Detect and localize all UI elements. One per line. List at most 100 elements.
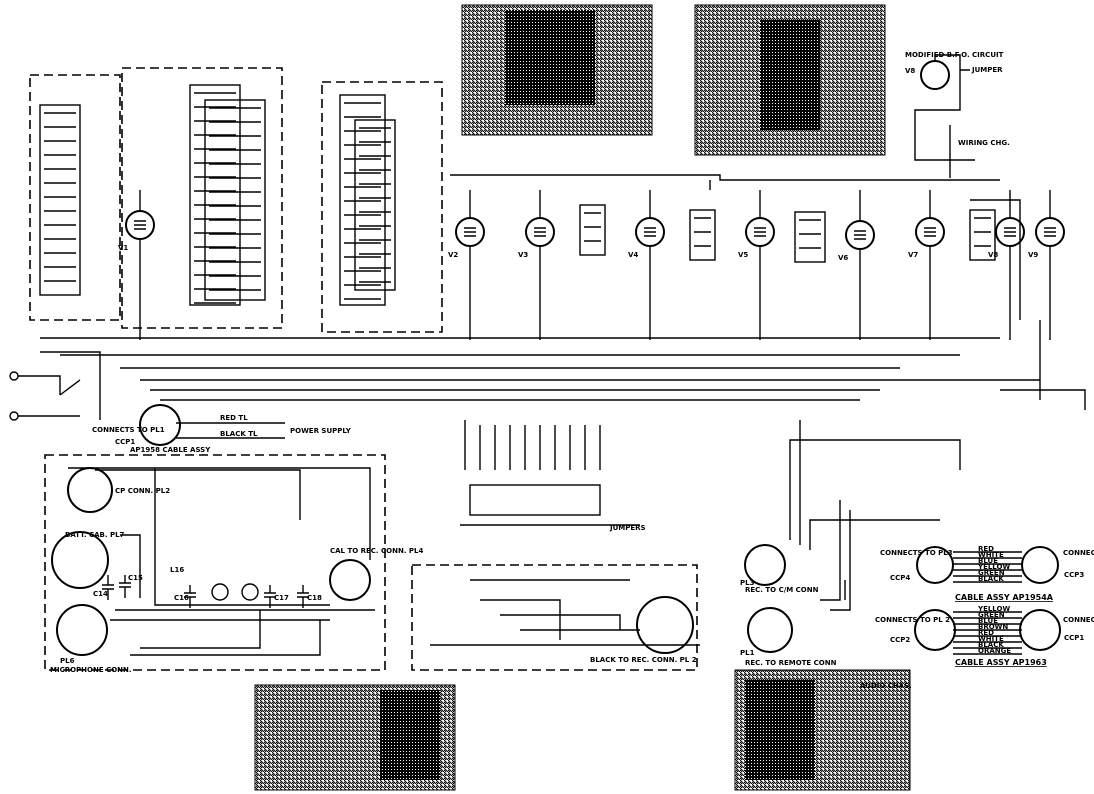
- cable-b-left-label: CONNECTS TO PL 2: [875, 616, 950, 624]
- cable-assy-a: CONNECTS TO PL3 CCP4 CONNECTS TO PL3 CCP…: [880, 545, 1094, 602]
- cal-conn-label: CAL TO REC. CONN. PL4: [330, 547, 424, 555]
- capacitor-label: C16: [174, 594, 189, 602]
- rf-shield-1: [29, 74, 121, 321]
- bfo-tube-label: V8: [905, 67, 915, 75]
- cable-a-right-label: CONNECTS TO PL3: [1063, 549, 1094, 557]
- coil-block: [339, 94, 386, 306]
- coil-block: [354, 119, 396, 291]
- tube-label: V9: [1028, 251, 1038, 259]
- chassis-photo-bottom-2: [734, 669, 911, 791]
- tube-v3: V3: [518, 190, 555, 340]
- tube-v6: V6: [838, 190, 875, 340]
- chassis-photo-top-1: [461, 4, 653, 136]
- bfo-jumper-label: JUMPER: [971, 66, 1003, 74]
- wire-color-label: BLUE: [978, 557, 998, 565]
- tube-v2: V2: [448, 190, 485, 340]
- coil-block: [579, 204, 606, 256]
- coil-blocks: [39, 84, 996, 306]
- pl6-label: PL6: [60, 657, 75, 665]
- pl1-caption: REC. TO REMOTE CONN: [745, 659, 837, 667]
- bus-wires: [40, 174, 1086, 410]
- wire-color-label: YELLOW: [977, 605, 1010, 613]
- coil-block: [794, 211, 826, 263]
- tube-label: V8: [988, 251, 998, 259]
- pl3-connector: PL3 REC. TO C/M CONN: [740, 544, 819, 594]
- capacitor-label: C17: [274, 594, 289, 602]
- coil-block: [969, 209, 996, 261]
- wire-color-label: BROWN: [978, 623, 1008, 631]
- wire-color-label: BLUE: [978, 617, 998, 625]
- pl1-label: PL1: [740, 649, 755, 657]
- rf-shield-3: [321, 81, 443, 333]
- wire-color-label: RED: [978, 545, 994, 553]
- pl1-connector: PL1 REC. TO REMOTE CONN: [740, 420, 961, 667]
- wire-color-label: GREEN: [978, 611, 1005, 619]
- power-cable-title: AP1958 CABLE ASSY: [130, 446, 211, 454]
- power-supply-label: POWER SUPPLY: [290, 427, 352, 435]
- tube-v4: V4: [628, 190, 665, 340]
- batt-label: BATT. CAB. PL7: [65, 531, 125, 539]
- wire-color-label: BLACK: [978, 575, 1004, 583]
- tube-v9: V9: [1028, 190, 1065, 340]
- cp-conn-label: CP CONN. PL2: [115, 487, 170, 495]
- tube-label: V5: [738, 251, 748, 259]
- remote-box: BLACK TO REC. CONN. PL 2: [411, 564, 700, 671]
- remote-black-label: BLACK TO REC. CONN. PL 2: [590, 656, 697, 664]
- capacitor-label: C18: [307, 594, 322, 602]
- power-cable: CONNECTS TO PL1 CCP1 AP1958 CABLE ASSY R…: [92, 404, 352, 454]
- wire-color-label: RED: [978, 629, 994, 637]
- coil-block: [189, 84, 241, 306]
- cable-b-title: CABLE ASSY AP1963: [955, 658, 1047, 667]
- chassis-photo-bottom-1: [254, 684, 456, 791]
- tube-v7: V7: [908, 190, 945, 340]
- power-ccp-label: CCP1: [115, 438, 135, 446]
- capacitor-label: C14: [93, 590, 108, 598]
- bfo-wiring-label: WIRING CHG.: [958, 139, 1010, 147]
- tube-label: V6: [838, 254, 848, 262]
- capacitor-label: C15: [128, 574, 143, 582]
- wire-color-label: WHITE: [978, 635, 1004, 643]
- tube-label: V4: [628, 251, 638, 259]
- cable-b-right-label: CONNECTS TO PL1: [1063, 616, 1094, 624]
- cable-a-title: CABLE ASSY AP1954A: [955, 593, 1054, 602]
- cable-a-ccp-left: CCP4: [890, 574, 910, 582]
- capacitor-c17: C17: [264, 585, 289, 608]
- wire-color-label: GREEN: [978, 569, 1005, 577]
- pl3-label: PL3: [740, 579, 755, 587]
- wire-color-label: YELLOW: [977, 563, 1010, 571]
- capacitor-c14: C14: [93, 575, 114, 600]
- bfo-circuit: MODIFIED B.F.O. CIRCUIT V8 JUMPER WIRING…: [905, 51, 1010, 178]
- wire-color-label: WHITE: [978, 551, 1004, 559]
- tube-label: V1: [118, 244, 128, 252]
- power-red-label: RED TL: [220, 414, 248, 422]
- capacitor-c16: C16: [174, 585, 196, 608]
- wire-color-label: ORANGE: [978, 647, 1011, 655]
- tube-label: V7: [908, 251, 918, 259]
- cable-b-ccp-right: CCP1: [1064, 634, 1084, 642]
- cable-assy-b: CONNECTS TO PL 2 CCP2 CONNECTS TO PL1 CC…: [875, 605, 1094, 667]
- mic-conn-label: MICROPHONE CONN.: [50, 666, 132, 674]
- cable-b-ccp-left: CCP2: [890, 636, 910, 644]
- tube-label: V2: [448, 251, 458, 259]
- chassis-photo-top-2: [694, 4, 886, 156]
- jumpers-label: JUMPERS: [609, 524, 646, 532]
- coil-block: [204, 99, 266, 301]
- pl3-caption: REC. TO C/M CONN: [745, 586, 819, 594]
- input-switches: [9, 351, 101, 421]
- power-black-label: BLACK TL: [220, 430, 258, 438]
- coil-block: [39, 104, 81, 296]
- microphone-box: CP CONN. PL2 BATT. CAB. PL7 PL6 MICROPHO…: [44, 454, 424, 674]
- power-connects-label: CONNECTS TO PL1: [92, 426, 165, 434]
- coil-block: [689, 209, 716, 261]
- capacitor-c15: C15: [119, 574, 143, 598]
- tube-v5: V5: [738, 190, 775, 340]
- photo-label: AUDIO CHAS.: [860, 682, 912, 690]
- cable-a-left-label: CONNECTS TO PL3: [880, 549, 953, 557]
- cable-a-ccp-right: CCP3: [1064, 571, 1084, 579]
- tube-v1: V1: [118, 190, 155, 340]
- wire-color-label: BLACK: [978, 641, 1004, 649]
- capacitor-c18: C18: [297, 585, 322, 608]
- tube-label: V3: [518, 251, 528, 259]
